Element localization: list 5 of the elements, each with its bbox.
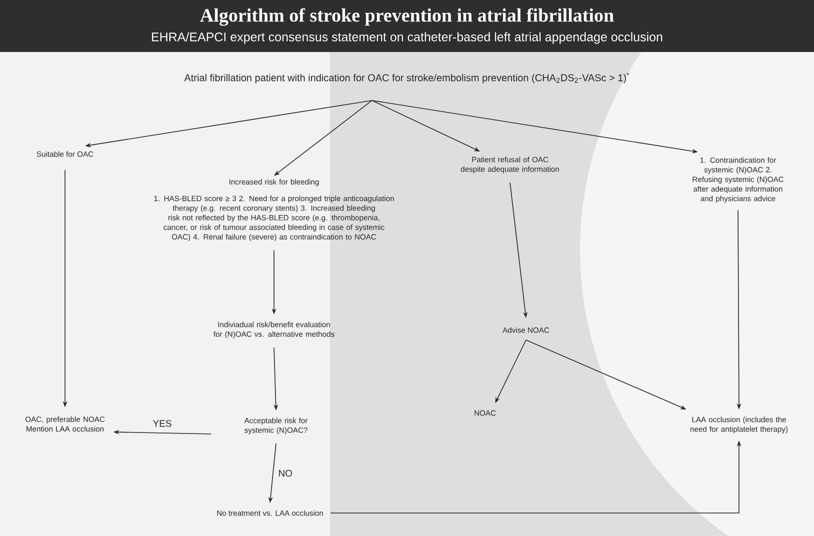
subtitle: EHRA/EAPCI expert consensus statement on catheter-based left atrial appendage occlusion — [152, 32, 662, 44]
start-text: Atrial fibrillation patient with indication for OAC for stroke/embolism prevention (CHA$_{2}$DS$_{2}$-VASc > 1)$^{*}$ — [184, 72, 630, 84]
edge-label: NO — [279, 470, 292, 477]
title: Algorithm of stroke prevention in atrial fibrillation — [200, 8, 614, 26]
edge-label: YES — [152, 420, 172, 427]
